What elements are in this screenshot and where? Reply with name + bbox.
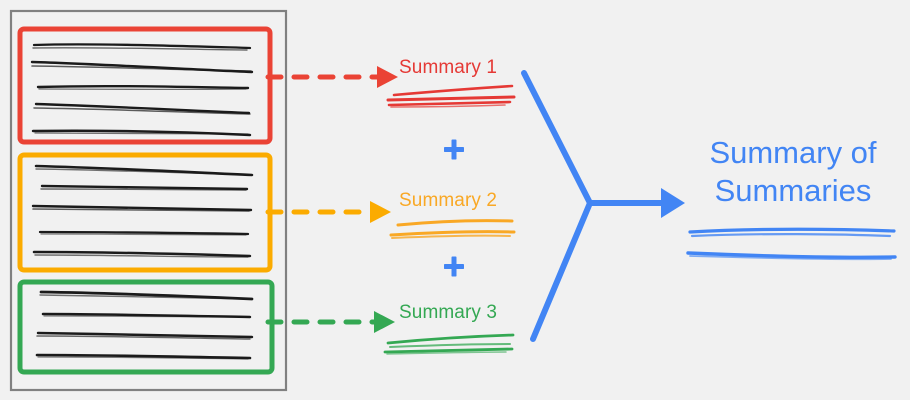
- final-summary-label: Summary of Summaries: [709, 135, 877, 208]
- chunk-2-group: [17, 152, 273, 273]
- chunk-1-text-lines: [30, 43, 254, 137]
- summary-3-label: Summary 3: [399, 302, 498, 323]
- plus-operator-2: [444, 256, 464, 277]
- plus-operator-1: [444, 139, 464, 160]
- final-summary-underlines: [686, 227, 897, 261]
- summary-1-underlines: [386, 84, 516, 108]
- chunk-1-group: [17, 26, 273, 145]
- chunk-3-text-lines: [35, 290, 254, 360]
- chunk-3-box[interactable]: [17, 279, 275, 375]
- chunk-1-box[interactable]: [17, 26, 273, 145]
- merge-connector: [521, 70, 664, 342]
- summary-2-label: Summary 2: [399, 190, 498, 211]
- summary-2-underlines: [389, 219, 516, 239]
- chunk-2-text-lines: [31, 164, 254, 258]
- arrow-chunk-1-to-summary-1: [265, 66, 398, 88]
- source-document-container: [9, 9, 288, 392]
- merge-arrowhead-icon: [661, 188, 685, 218]
- summary-1-label: Summary 1: [399, 57, 498, 78]
- arrow-chunk-2-to-summary-2: [265, 201, 391, 223]
- chunk-3-group: [17, 279, 275, 375]
- arrow-chunk-3-to-summary-3: [265, 311, 395, 333]
- summary-3-underlines: [383, 333, 515, 355]
